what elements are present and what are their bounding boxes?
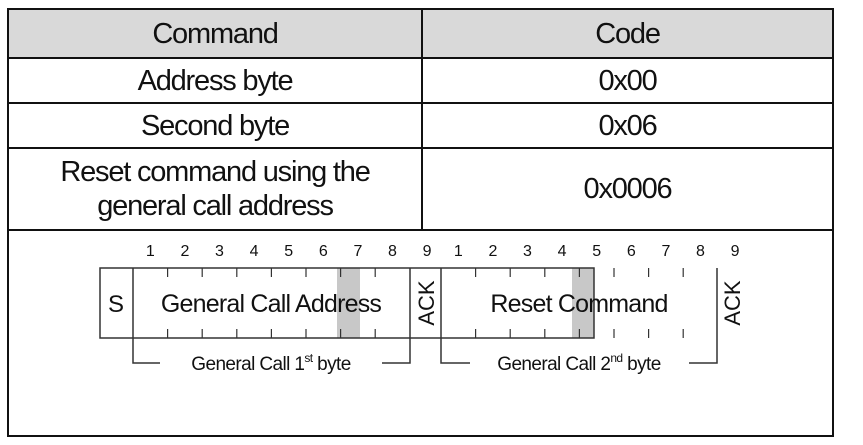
- bracket1-left: [132, 338, 160, 364]
- bit-number-byte1: 5: [284, 243, 293, 260]
- bit-number-byte2: 3: [523, 243, 532, 260]
- bracket2-post: byte: [623, 354, 661, 375]
- bracket1-label: General Call 1st byte: [191, 351, 350, 375]
- bracket2-right: [689, 338, 718, 364]
- bit-number-byte2: 5: [592, 243, 601, 260]
- bit-number-byte2: 6: [627, 243, 636, 260]
- bracket2-text: General Call 2: [497, 354, 610, 375]
- bit-number-byte2: 1: [454, 243, 463, 260]
- bit-number-byte1: 7: [353, 243, 362, 260]
- bit-number-byte1: 6: [319, 243, 328, 260]
- bit-number-byte1: 2: [180, 243, 189, 260]
- bit-number-byte1: 9: [423, 243, 432, 260]
- reset-command-table: Command Code Address byte 0x00 Second by…: [7, 8, 834, 437]
- header-command: Command: [9, 10, 423, 57]
- ack2-shade: [572, 268, 594, 338]
- bit-number-byte1: 4: [250, 243, 259, 260]
- table-row: Address byte 0x00: [9, 59, 832, 104]
- bracket1-right: [382, 338, 411, 364]
- bracket2-label: General Call 2nd byte: [497, 351, 660, 375]
- table-row: Reset command using the general call add…: [9, 149, 832, 231]
- command-cell: Second byte: [9, 104, 423, 147]
- bracket2-left: [440, 338, 470, 364]
- command-line-2: general call address: [97, 190, 334, 222]
- bit-number-byte2: 7: [661, 243, 670, 260]
- table-row: Second byte 0x06: [9, 104, 832, 149]
- bit-number-byte2: 9: [731, 243, 740, 260]
- table-header-row: Command Code: [9, 10, 832, 59]
- bracket1-text: General Call 1: [191, 354, 304, 375]
- bracket2-sup: nd: [610, 351, 622, 365]
- bit-number-byte1: 8: [388, 243, 397, 260]
- code-cell: 0x0006: [583, 173, 673, 205]
- frame-outline: [99, 267, 595, 339]
- bit-number-byte1: 1: [146, 243, 155, 260]
- reset-command-label: Reset Command: [490, 290, 667, 318]
- start-bit-label: S: [108, 291, 124, 318]
- bit-number-byte1: 3: [215, 243, 224, 260]
- bit-number-byte2: 4: [558, 243, 567, 260]
- ack1-label: ACK: [414, 280, 439, 326]
- command-cell: Reset command using the general call add…: [9, 149, 423, 229]
- header-code: Code: [595, 17, 661, 50]
- general-call-address-label: General Call Address: [161, 290, 382, 318]
- command-cell: Address byte: [9, 59, 423, 102]
- bracket1-sup: st: [304, 351, 313, 365]
- bit-number-byte2: 8: [696, 243, 705, 260]
- ack2-label: ACK: [720, 280, 745, 326]
- bit-number-byte2: 2: [488, 243, 497, 260]
- code-cell: 0x06: [598, 109, 657, 142]
- code-cell: 0x00: [598, 64, 657, 97]
- ack1-shade: [337, 268, 360, 338]
- bracket1-post: byte: [313, 354, 351, 375]
- command-line-1: Reset command using the: [60, 156, 371, 188]
